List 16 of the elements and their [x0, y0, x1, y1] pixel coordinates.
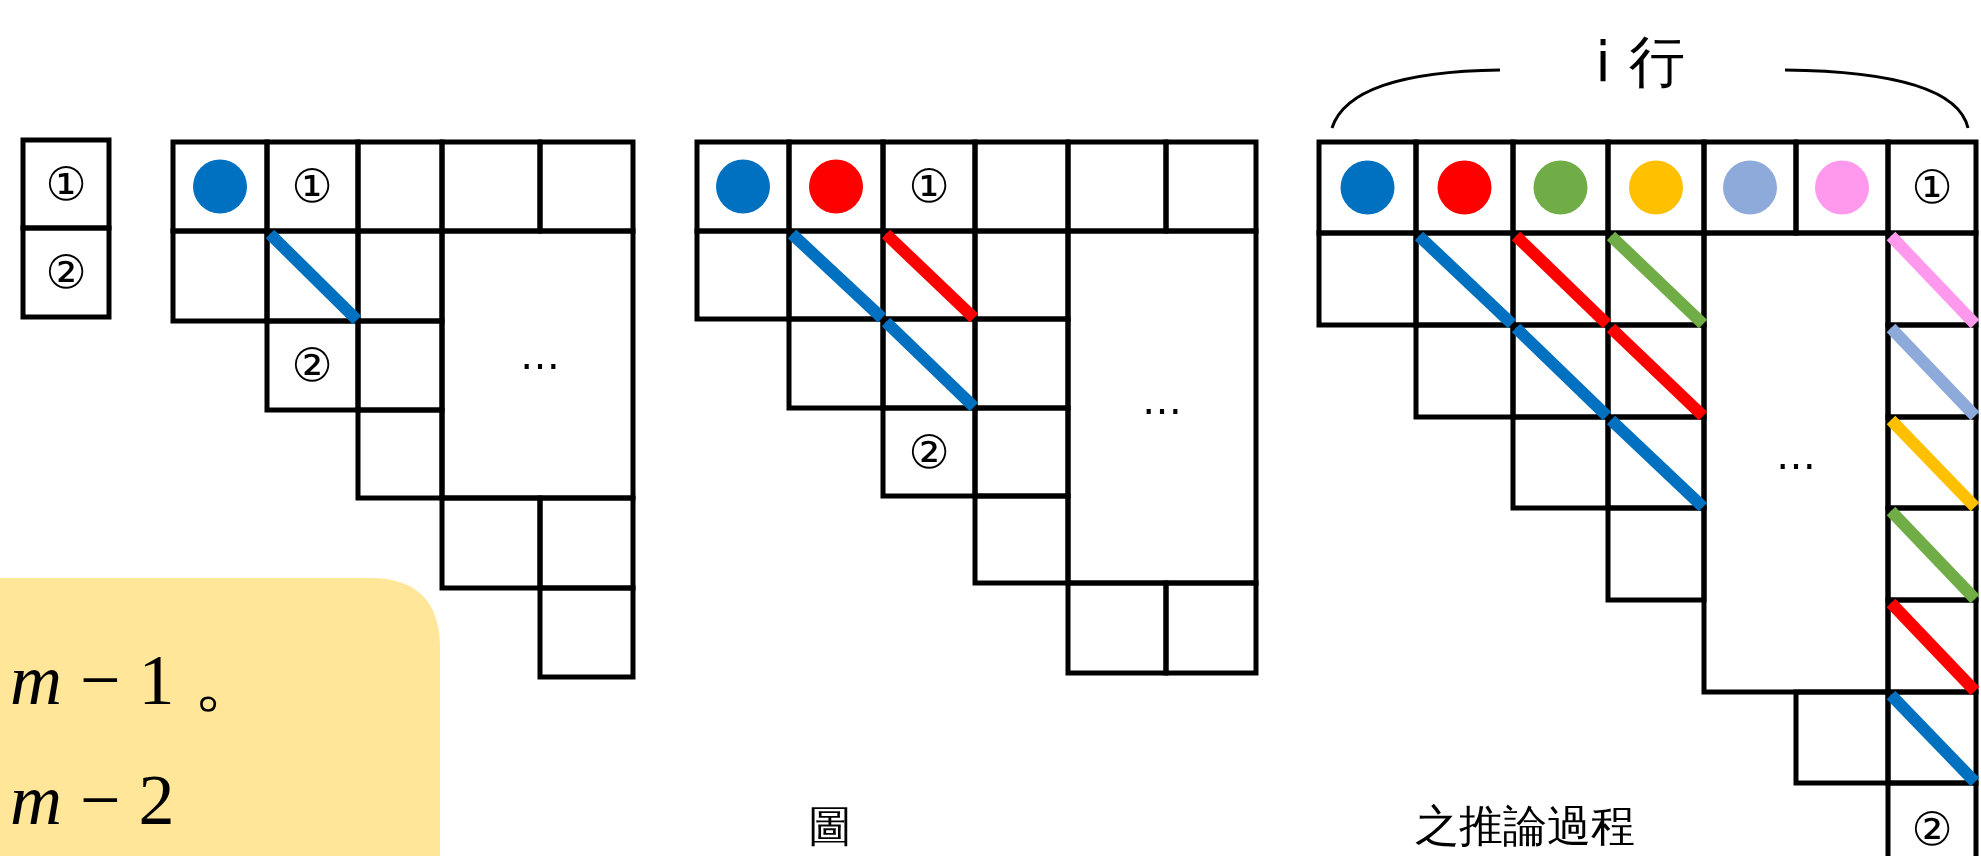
- circled-number: ②: [908, 429, 950, 475]
- circled-number: ②: [45, 249, 87, 295]
- ellipsis: …: [1776, 435, 1816, 475]
- circled-number: ①: [45, 161, 87, 207]
- circled-number: ①: [1911, 164, 1953, 210]
- circled-number: ②: [291, 342, 333, 388]
- circled-number: ①: [291, 163, 333, 209]
- formula-text: m − 1 。: [10, 644, 265, 716]
- caption-text: 圖: [808, 804, 852, 848]
- ellipsis: …: [1142, 380, 1182, 420]
- circled-number: ①: [908, 163, 950, 209]
- caption-text: 之推論過程: [1415, 804, 1635, 848]
- circled-number: ②: [1911, 806, 1953, 852]
- formula-text: m − 2: [10, 764, 175, 836]
- bracket-label: i 行: [1595, 34, 1685, 90]
- ellipsis: …: [520, 335, 560, 375]
